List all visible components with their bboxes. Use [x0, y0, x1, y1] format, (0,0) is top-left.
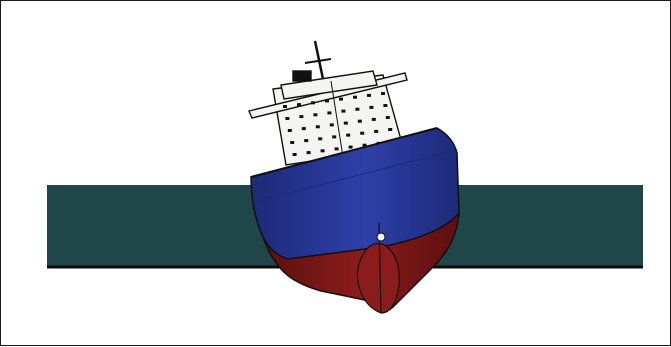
window [388, 128, 393, 131]
window [381, 92, 385, 95]
ship [248, 40, 460, 314]
superstructure [248, 40, 408, 166]
window [318, 137, 323, 141]
window [315, 125, 320, 129]
window [383, 104, 388, 107]
window [325, 99, 329, 103]
window [353, 95, 357, 99]
window [327, 111, 332, 115]
funnel-equipment [292, 70, 312, 82]
window [369, 105, 374, 109]
window [341, 109, 346, 113]
deck-edge [250, 127, 438, 178]
window [360, 131, 365, 135]
window [285, 117, 290, 120]
window [339, 97, 343, 101]
window [290, 141, 295, 144]
window [313, 113, 318, 117]
window [297, 103, 301, 107]
window [299, 115, 304, 119]
window [292, 153, 297, 156]
window [367, 93, 371, 97]
window [343, 121, 348, 125]
window [348, 145, 353, 149]
window [306, 151, 311, 155]
window [320, 149, 325, 153]
wheelhouse [280, 70, 378, 100]
hull-seam [256, 150, 454, 202]
window [329, 123, 334, 127]
window [355, 107, 360, 111]
window [374, 129, 379, 133]
window [287, 129, 292, 132]
window [283, 105, 287, 108]
mast-yard [304, 58, 332, 64]
window [311, 101, 315, 105]
window [362, 143, 367, 147]
superstructure-seam [330, 80, 344, 158]
window [371, 117, 376, 121]
window [357, 119, 362, 123]
window [346, 133, 351, 137]
anchor-pocket [376, 232, 386, 242]
window [332, 135, 337, 139]
window-rows [283, 80, 395, 158]
window [385, 116, 390, 119]
window [301, 127, 306, 131]
window [304, 139, 309, 143]
window [334, 147, 339, 151]
bulbous-bow [356, 243, 400, 314]
